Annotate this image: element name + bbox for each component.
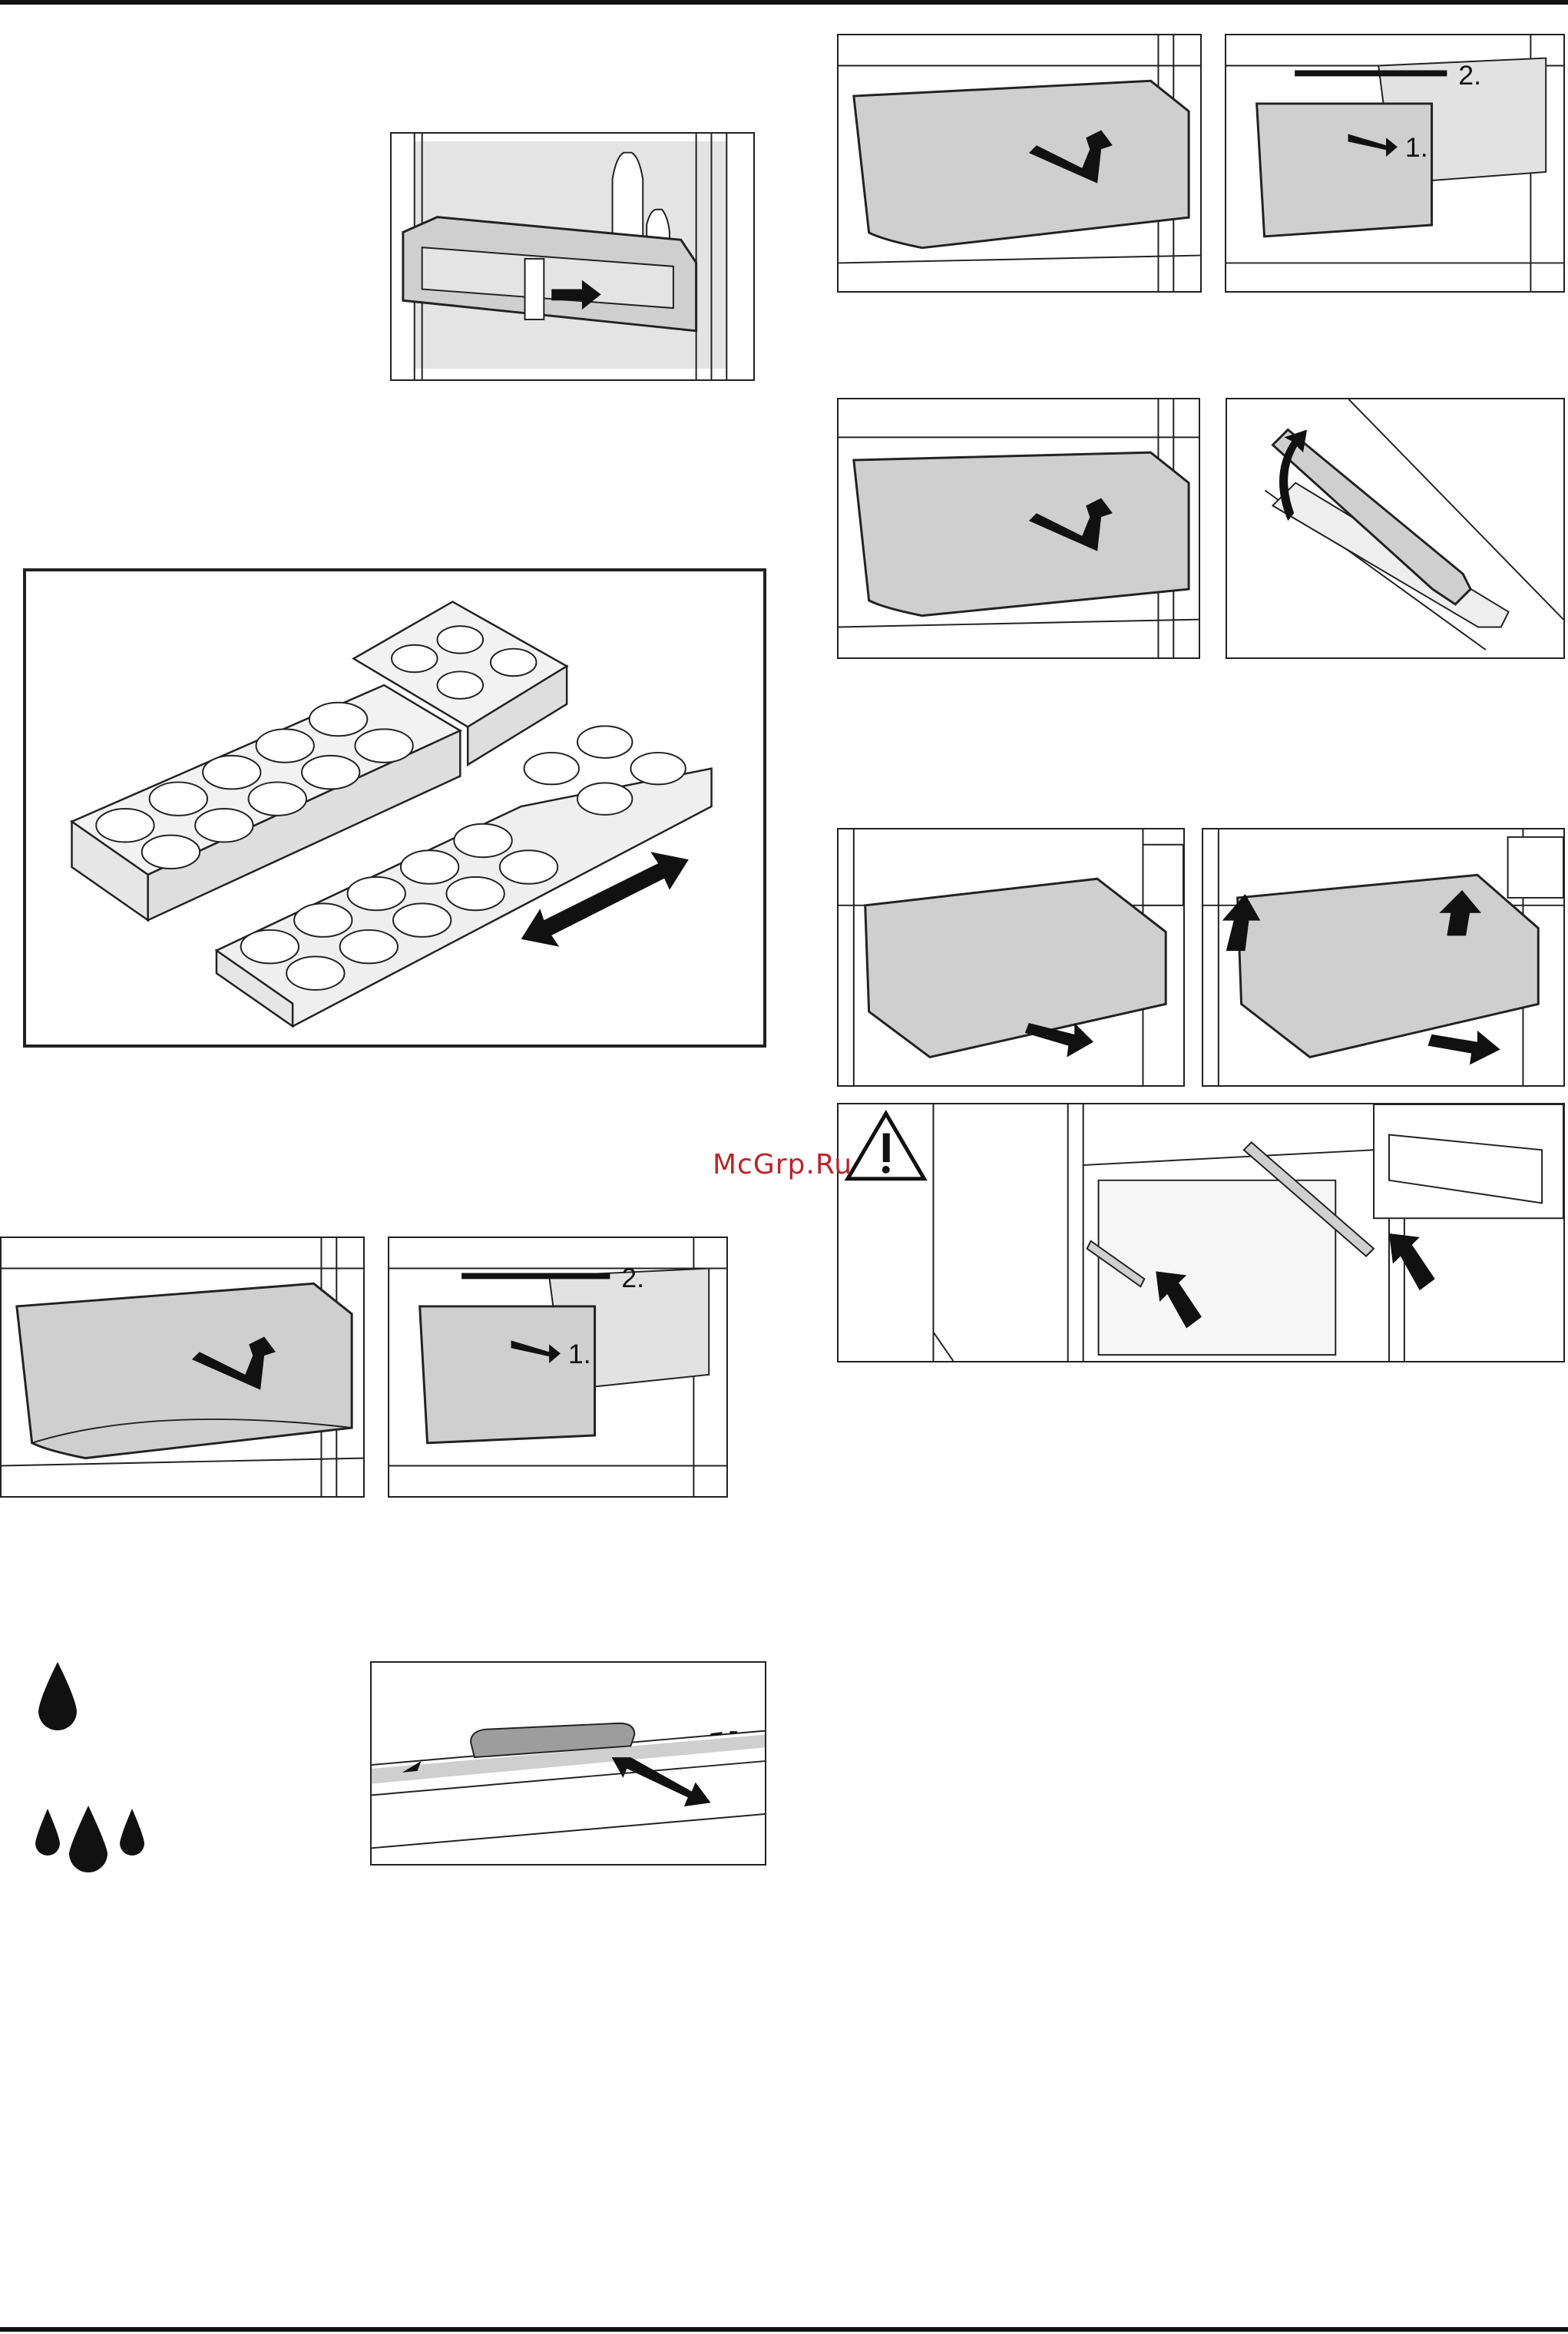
single-drop-icon [32, 1659, 83, 1736]
top-rule [0, 0, 1568, 5]
figure-bottle-holder [390, 132, 755, 381]
figure-drawer-remove-right: 1. 2. [1225, 34, 1565, 293]
figure-drawer-tilt-right-1 [837, 34, 1202, 293]
figure-egg-trays [23, 568, 766, 1048]
figure-drawer-lift-out [1202, 828, 1565, 1087]
step-1-label: 1. [1405, 132, 1428, 163]
warning-triangle-icon [848, 1114, 925, 1179]
step-2-label: 2. [621, 1263, 644, 1293]
figure-drawer-remove-left: 1. 2. [388, 1237, 728, 1498]
figure-drawer-pull-out [837, 828, 1185, 1087]
figure-drawer-tilt-right-2 [837, 398, 1200, 659]
bottom-rule [0, 2327, 1568, 2332]
triple-drop-icon [32, 1801, 155, 1878]
watermark-text: McGrp.Ru [713, 1149, 852, 1180]
figure-humidity-slider [370, 1661, 766, 1866]
figure-rail-warning [837, 1103, 1565, 1362]
step-1-label: 1. [568, 1339, 591, 1369]
figure-filter-cover [1226, 398, 1565, 659]
step-2-label: 2. [1458, 60, 1481, 91]
figure-drawer-tilt-left [0, 1237, 365, 1498]
